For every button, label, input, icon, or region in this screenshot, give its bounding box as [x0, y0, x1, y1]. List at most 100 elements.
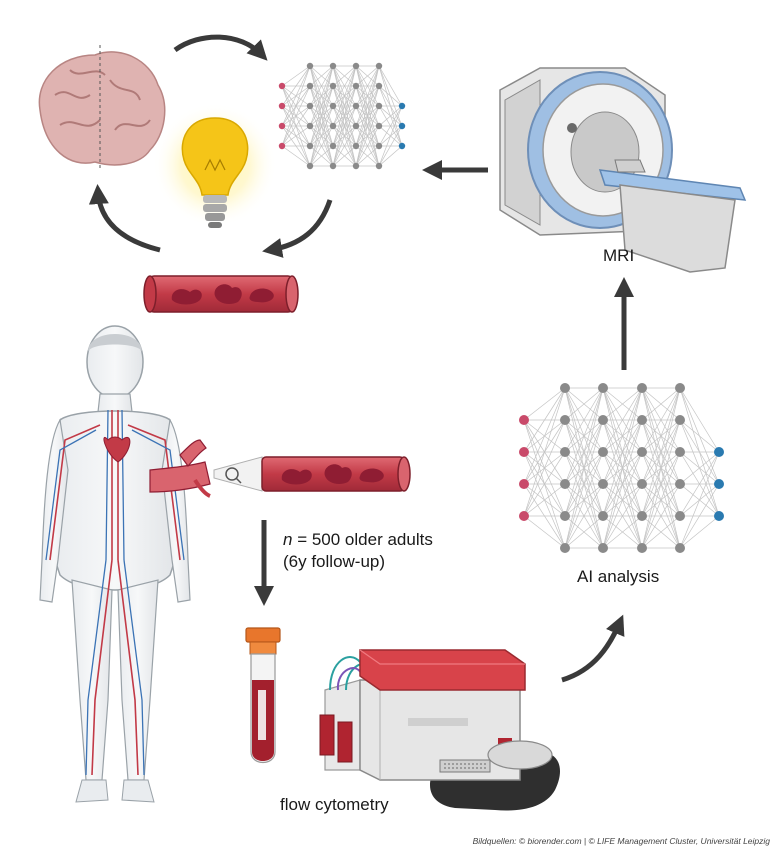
network-node: [306, 62, 314, 70]
network-node: [560, 543, 570, 553]
network-edge: [281, 125, 311, 147]
network-node: [637, 383, 647, 393]
brain-icon: [38, 45, 166, 170]
network-edge: [523, 387, 566, 453]
network-edge: [679, 483, 720, 549]
network-node: [278, 82, 286, 90]
network-edge: [564, 451, 604, 549]
blood-vessel-icon: [149, 439, 211, 498]
network-edge: [281, 65, 311, 87]
network-node: [675, 543, 685, 553]
network-node: [598, 447, 608, 457]
network-edge: [564, 515, 604, 549]
network-edge: [679, 451, 720, 485]
network-edge: [355, 65, 380, 147]
network-edge: [281, 65, 311, 147]
network-edge: [679, 387, 720, 453]
cohort-label: n = 500 older adults (6y follow-up): [283, 529, 433, 573]
network-node: [675, 415, 685, 425]
network-node: [306, 102, 314, 110]
network-node: [675, 479, 685, 489]
network-node: [637, 511, 647, 521]
network-node: [306, 142, 314, 150]
network-node: [560, 415, 570, 425]
network-edge: [378, 65, 403, 107]
network-node: [560, 383, 570, 393]
network-node: [675, 447, 685, 457]
network-edge: [602, 387, 643, 453]
network-node: [598, 415, 608, 425]
network-edge: [332, 145, 357, 167]
network-edge: [281, 65, 311, 127]
network-edge: [281, 65, 311, 107]
network-node: [375, 62, 383, 70]
network-edge: [332, 85, 357, 167]
network-edge: [281, 145, 311, 167]
network-edge: [564, 387, 604, 421]
network-edge: [641, 387, 681, 549]
human-body-icon: [39, 325, 191, 803]
network-edge: [355, 65, 380, 167]
network-node: [675, 383, 685, 393]
network-node: [714, 447, 724, 457]
network-edge: [355, 65, 380, 127]
network-edge: [332, 65, 357, 167]
network-edge: [641, 387, 681, 453]
network-edge: [564, 387, 604, 549]
network-node: [329, 162, 337, 170]
network-node: [398, 142, 406, 150]
network-edge: [309, 65, 334, 127]
network-edge: [679, 419, 720, 453]
image-credit: Bildquellen: © biorender.com | © LIFE Ma…: [472, 836, 770, 846]
lightbulb-icon: [153, 103, 277, 228]
network-node: [637, 479, 647, 489]
network-edge: [378, 105, 403, 127]
network-edge: [602, 419, 643, 549]
network-node: [637, 415, 647, 425]
network-edge: [641, 419, 681, 549]
network-node: [352, 142, 360, 150]
arrow-icon: [173, 34, 268, 61]
network-node: [560, 511, 570, 521]
blood-vessel-icon: [143, 275, 299, 313]
network-edge: [564, 387, 604, 517]
network-edge: [523, 483, 566, 517]
network-node: [398, 122, 406, 130]
flow-cytometer-icon: [319, 649, 560, 811]
network-edge: [679, 515, 720, 549]
network-node: [560, 447, 570, 457]
arrow-icon: [561, 614, 625, 683]
network-edge: [355, 85, 380, 167]
network-edge: [523, 387, 566, 517]
network-node: [306, 122, 314, 130]
network-edge: [523, 451, 566, 517]
network-node: [329, 142, 337, 150]
network-edge: [355, 145, 380, 167]
network-node: [375, 102, 383, 110]
network-edge: [641, 387, 681, 421]
network-edge: [309, 85, 334, 167]
network-edge: [309, 65, 334, 167]
network-node: [352, 62, 360, 70]
network-edge: [332, 65, 357, 107]
network-node: [329, 62, 337, 70]
arrow-icon: [262, 199, 333, 258]
network-node: [306, 162, 314, 170]
network-edge: [309, 145, 334, 167]
network-node: [519, 415, 529, 425]
network-node: [598, 479, 608, 489]
mri-label: MRI: [603, 246, 635, 265]
network-edge: [679, 451, 720, 549]
network-node: [637, 543, 647, 553]
network-edge: [355, 125, 380, 167]
network-edge: [602, 387, 643, 517]
network-node: [675, 511, 685, 521]
network-edge: [378, 105, 403, 147]
network-node: [598, 511, 608, 521]
network-edge: [378, 105, 403, 167]
network-node: [560, 479, 570, 489]
network-node: [598, 383, 608, 393]
network-edge: [309, 125, 334, 167]
